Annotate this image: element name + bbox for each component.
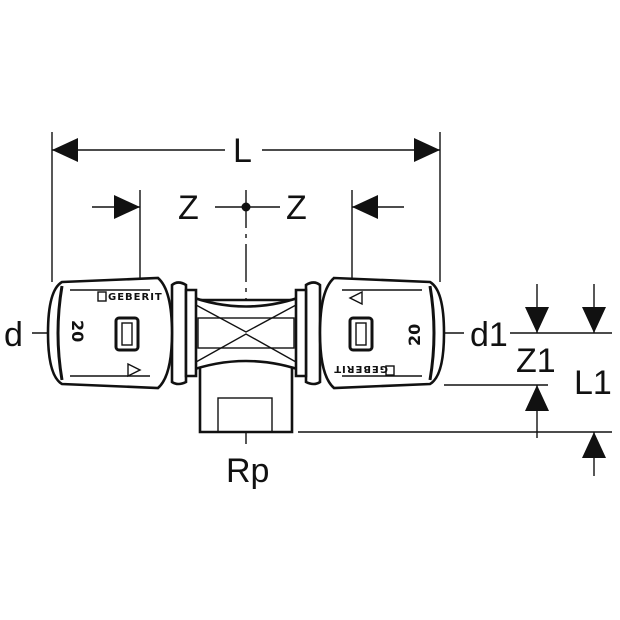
label-d: d bbox=[4, 316, 23, 354]
dimension-Z1-L1: Z1 L1 bbox=[298, 284, 612, 476]
left-press-sleeve: 20 GEBERIT bbox=[46, 276, 174, 390]
brand-marking-right: GEBERIT bbox=[333, 363, 388, 374]
arrow-head-icon bbox=[582, 307, 606, 333]
brand-marking-left: GEBERIT bbox=[108, 292, 163, 303]
arrow-head-icon bbox=[525, 307, 549, 333]
label-L1: L1 bbox=[574, 364, 612, 402]
label-L: L bbox=[233, 132, 252, 170]
arrow-head-icon bbox=[414, 138, 440, 162]
label-d1: d1 bbox=[470, 316, 508, 354]
label-Z1: Z1 bbox=[516, 342, 556, 380]
dimension-L: L bbox=[51, 132, 441, 282]
label-Z-left: Z bbox=[178, 189, 199, 227]
dimension-Z: Z Z bbox=[92, 189, 404, 385]
size-marking-left: 20 bbox=[68, 320, 87, 342]
arrow-head-icon bbox=[525, 385, 549, 411]
arrow-head-icon bbox=[52, 138, 78, 162]
arrow-head-icon bbox=[114, 195, 140, 219]
label-Z-right: Z bbox=[286, 189, 307, 227]
right-press-sleeve: 20 GEBERIT bbox=[318, 276, 446, 390]
size-marking-right: 20 bbox=[405, 324, 424, 346]
tee-center-body bbox=[184, 293, 338, 374]
left-collar bbox=[170, 281, 198, 386]
label-Rp: Rp bbox=[226, 452, 269, 490]
arrow-head-icon bbox=[582, 432, 606, 458]
arrow-head-icon bbox=[352, 195, 378, 219]
right-collar bbox=[294, 281, 322, 386]
